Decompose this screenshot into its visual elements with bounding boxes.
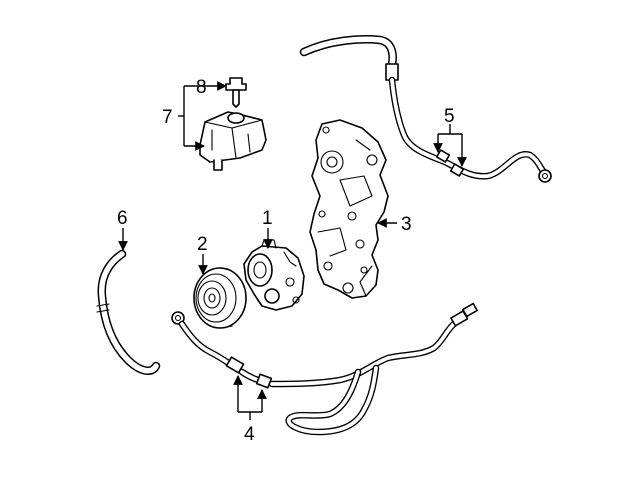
callout-3: 3 — [401, 214, 412, 235]
pulley-icon — [193, 267, 247, 329]
callout-6: 6 — [117, 208, 128, 229]
pressure-hose-icon — [171, 302, 478, 436]
reservoir-icon — [199, 111, 267, 171]
callout-4: 4 — [244, 424, 255, 445]
reservoir-cap-icon — [225, 77, 247, 108]
supply-hose-icon — [96, 249, 161, 376]
leader-lines — [118, 81, 467, 420]
callout-1: 1 — [262, 208, 273, 229]
callout-2: 2 — [197, 234, 208, 255]
return-hose-icon — [299, 35, 552, 183]
callout-5: 5 — [444, 106, 455, 127]
pump-icon — [243, 239, 305, 311]
bracket-icon — [309, 119, 389, 299]
callout-8: 8 — [196, 77, 207, 98]
callout-7: 7 — [162, 107, 173, 128]
